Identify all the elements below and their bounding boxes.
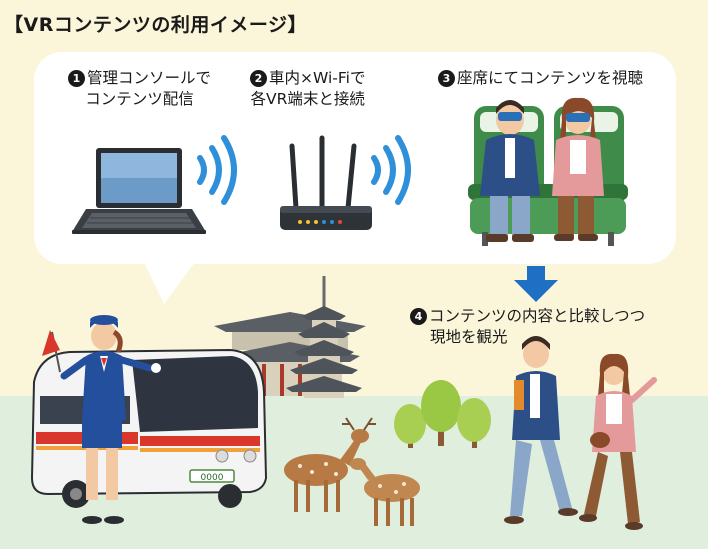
bus-guide bbox=[42, 315, 161, 524]
step-1-number: 1 bbox=[68, 70, 85, 87]
step-4-line1: コンテンツの内容と比較しつつ bbox=[429, 307, 646, 325]
laptop-icon bbox=[72, 148, 206, 234]
step-2-line1: 車内×Wi-Fiで bbox=[269, 69, 366, 87]
deer bbox=[284, 417, 420, 526]
wifi-router-icon bbox=[280, 135, 372, 230]
passenger-man bbox=[480, 100, 540, 242]
wifi-signal-icon-2 bbox=[371, 135, 411, 205]
tourist-woman bbox=[579, 353, 657, 530]
step-1-line2: コンテンツ配信 bbox=[85, 90, 194, 108]
step-2-line2: 各VR端末と接続 bbox=[250, 90, 365, 108]
step-3-number: 3 bbox=[438, 70, 455, 87]
step-2-number: 2 bbox=[250, 70, 267, 87]
step-1-line1: 管理コンソールで bbox=[87, 69, 212, 87]
passenger-woman bbox=[552, 97, 604, 241]
tourist-man bbox=[504, 336, 578, 524]
wifi-signal-icon bbox=[197, 135, 237, 205]
step-4-number: 4 bbox=[410, 308, 427, 325]
bus-license-plate: 0000 bbox=[201, 473, 224, 483]
arrow-down-icon bbox=[514, 266, 558, 302]
page-title: 【VRコンテンツの利用イメージ】 bbox=[4, 14, 307, 36]
trees bbox=[394, 380, 491, 448]
step-3-line1: 座席にてコンテンツを視聴 bbox=[457, 69, 644, 87]
step-4-line2: 現地を観光 bbox=[430, 328, 508, 346]
